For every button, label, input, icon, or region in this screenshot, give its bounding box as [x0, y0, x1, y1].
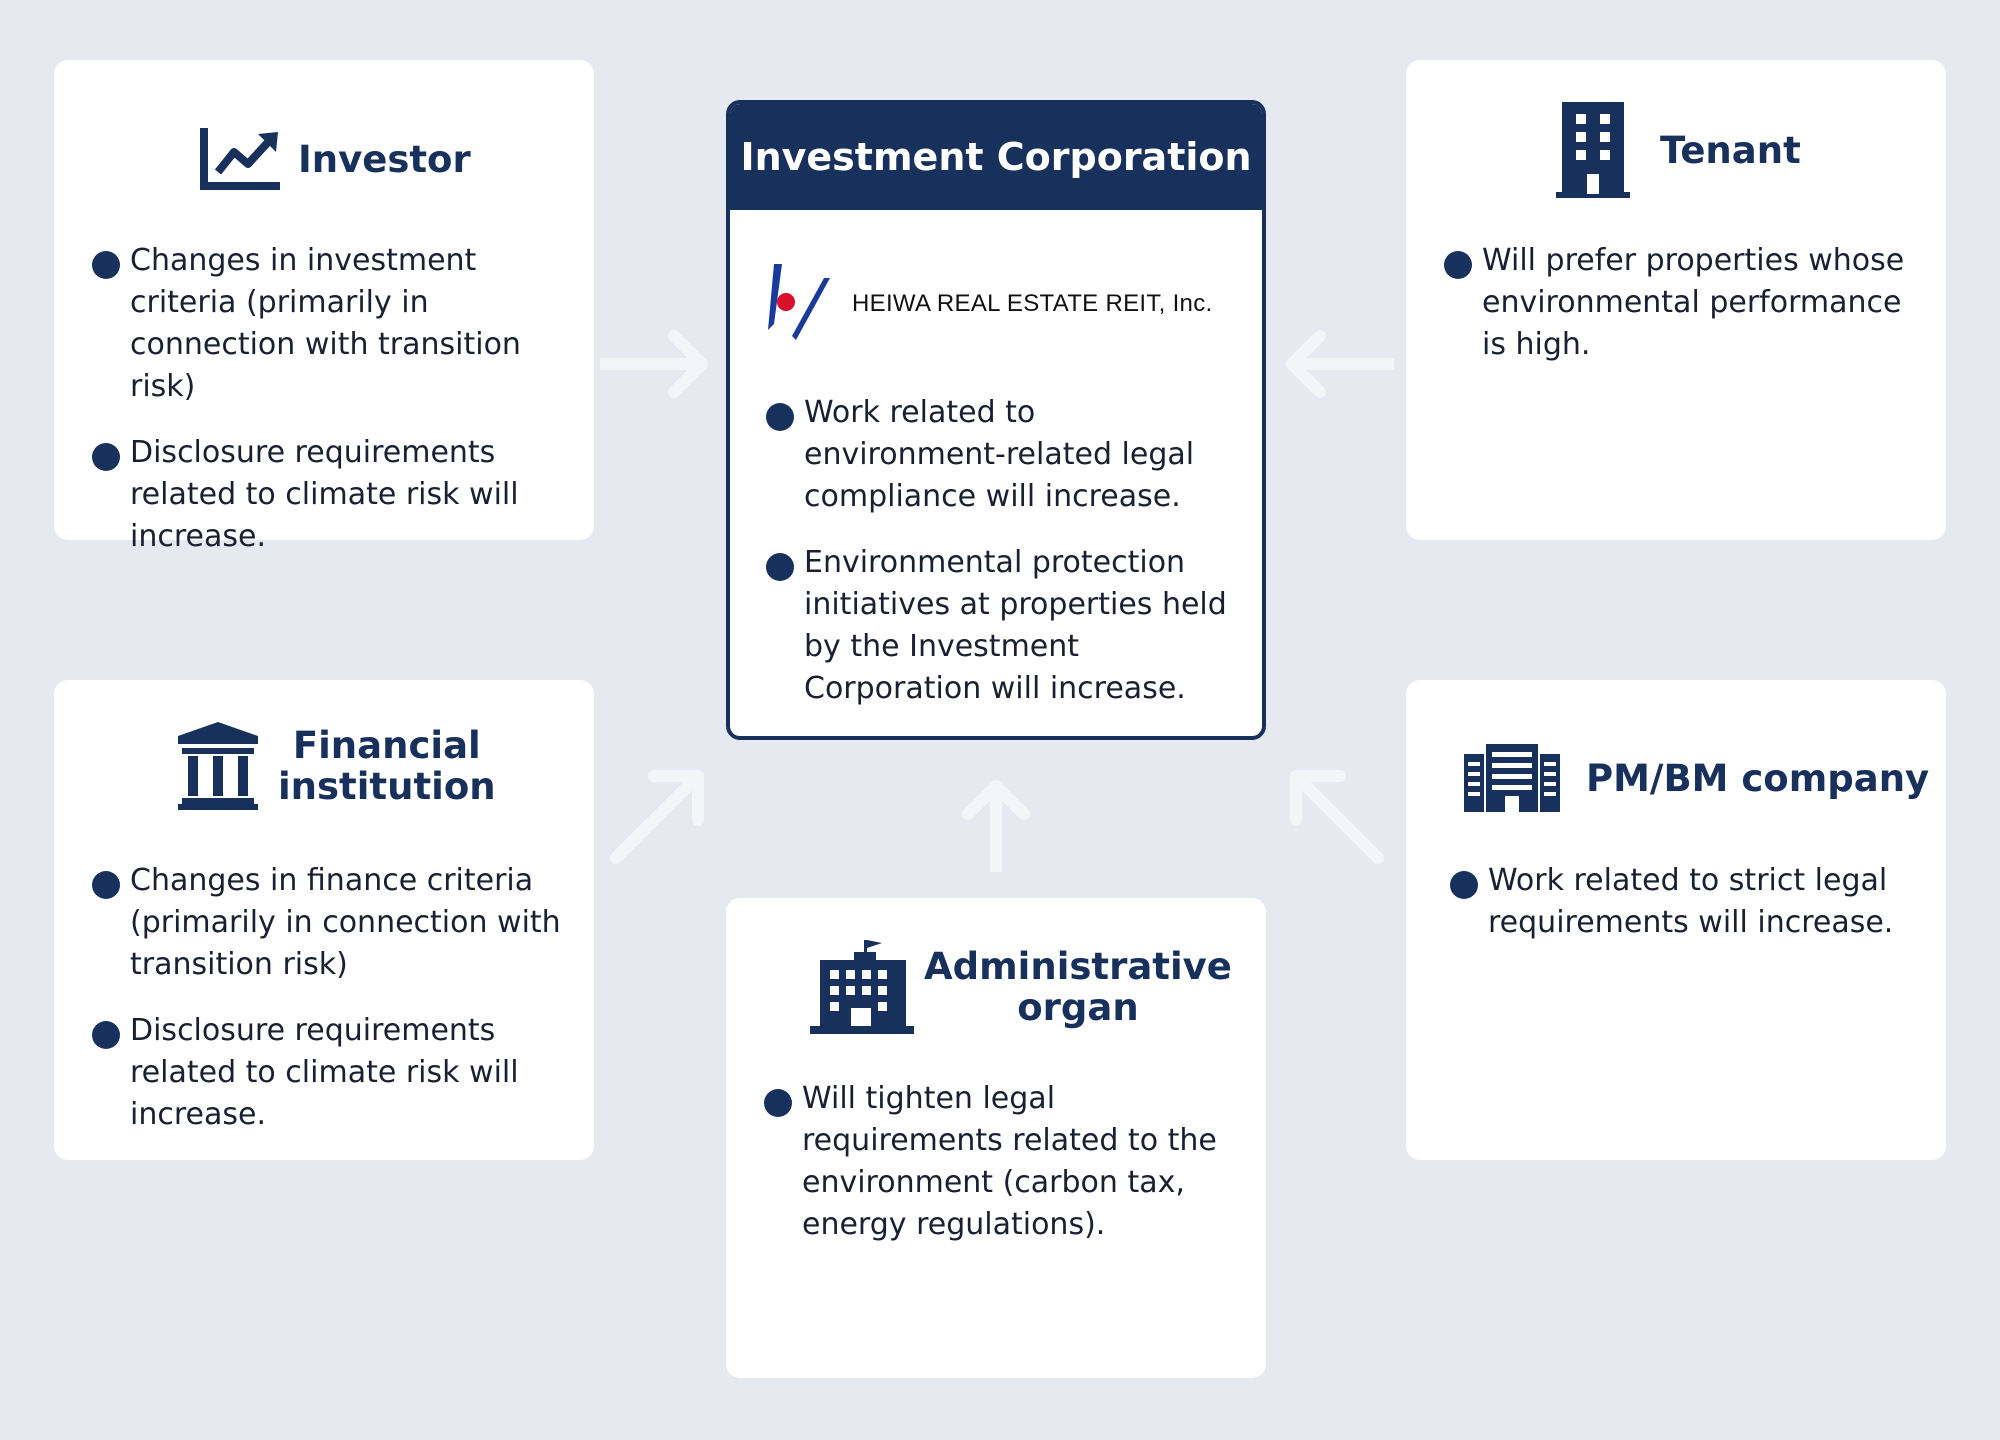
arrow-financial-to-center	[610, 770, 704, 864]
tenant-box: Tenant Will prefer properties whose envi…	[1406, 60, 1946, 540]
list-item: Changes in finance criteria (primarily i…	[92, 860, 582, 986]
investor-header: Investor	[200, 126, 471, 192]
investment-corporation-title: Investment Corporation	[730, 104, 1262, 210]
list-item: Environmental protection initiatives at …	[766, 542, 1246, 710]
company-logo: HEIWA REAL ESTATE REIT, Inc.	[766, 264, 1212, 344]
arrow-pmbm-to-center	[1290, 770, 1384, 864]
list-item: Will prefer properties whose environment…	[1444, 240, 1924, 366]
heiwa-logo-icon	[766, 264, 830, 344]
list-item: Will tighten legal requirements related …	[764, 1078, 1244, 1246]
financial-title-line1: Financial	[292, 724, 481, 767]
tenant-title: Tenant	[1660, 128, 1801, 172]
admin-title-line1: Administrative	[924, 945, 1232, 988]
investment-corporation-bullet-list: Work related to environment-related lega…	[766, 392, 1246, 734]
office-building-icon	[1464, 744, 1560, 812]
investor-bullet-list: Changes in investment criteria (primaril…	[92, 240, 582, 582]
arrow-admin-to-center	[962, 780, 1030, 872]
list-item: Work related to strict legal requirement…	[1450, 860, 1930, 944]
investor-title: Investor	[298, 137, 471, 181]
pmbm-box: PM/BM company Work related to strict leg…	[1406, 680, 1946, 1160]
financial-bullet-list: Changes in finance criteria (primarily i…	[92, 860, 582, 1160]
admin-box: Administrative organ Will tighten legal …	[726, 898, 1266, 1378]
bank-icon	[178, 722, 258, 810]
government-building-icon	[810, 940, 914, 1034]
financial-box: Financial institution Changes in finance…	[54, 680, 594, 1160]
arrow-tenant-to-center	[1286, 330, 1394, 398]
arrow-investor-to-center	[600, 330, 708, 398]
financial-title: Financial institution	[278, 725, 496, 807]
financial-header: Financial institution	[178, 722, 496, 810]
list-item: Changes in investment criteria (primaril…	[92, 240, 582, 408]
chart-line-up-icon	[200, 126, 282, 192]
admin-bullet-list: Will tighten legal requirements related …	[764, 1078, 1244, 1270]
admin-header: Administrative organ	[810, 940, 1232, 1034]
list-item: Disclosure requirements related to clima…	[92, 1010, 582, 1136]
investor-box: Investor Changes in investment criteria …	[54, 60, 594, 554]
financial-title-line2: institution	[278, 765, 496, 808]
pmbm-title: PM/BM company	[1586, 756, 1930, 800]
building-icon	[1556, 102, 1630, 198]
tenant-header: Tenant	[1556, 102, 1801, 198]
company-logo-text: HEIWA REAL ESTATE REIT, Inc.	[852, 290, 1213, 317]
tenant-bullet-list: Will prefer properties whose environment…	[1444, 240, 1924, 390]
pmbm-bullet-list: Work related to strict legal requirement…	[1450, 860, 1930, 968]
admin-title-line2: organ	[1017, 986, 1139, 1029]
investment-corporation-box: Investment Corporation HEIWA REAL ESTATE…	[726, 100, 1266, 740]
pmbm-header: PM/BM company	[1464, 744, 1929, 812]
admin-title: Administrative organ	[924, 946, 1232, 1028]
list-item: Disclosure requirements related to clima…	[92, 432, 582, 558]
list-item: Work related to environment-related lega…	[766, 392, 1246, 518]
